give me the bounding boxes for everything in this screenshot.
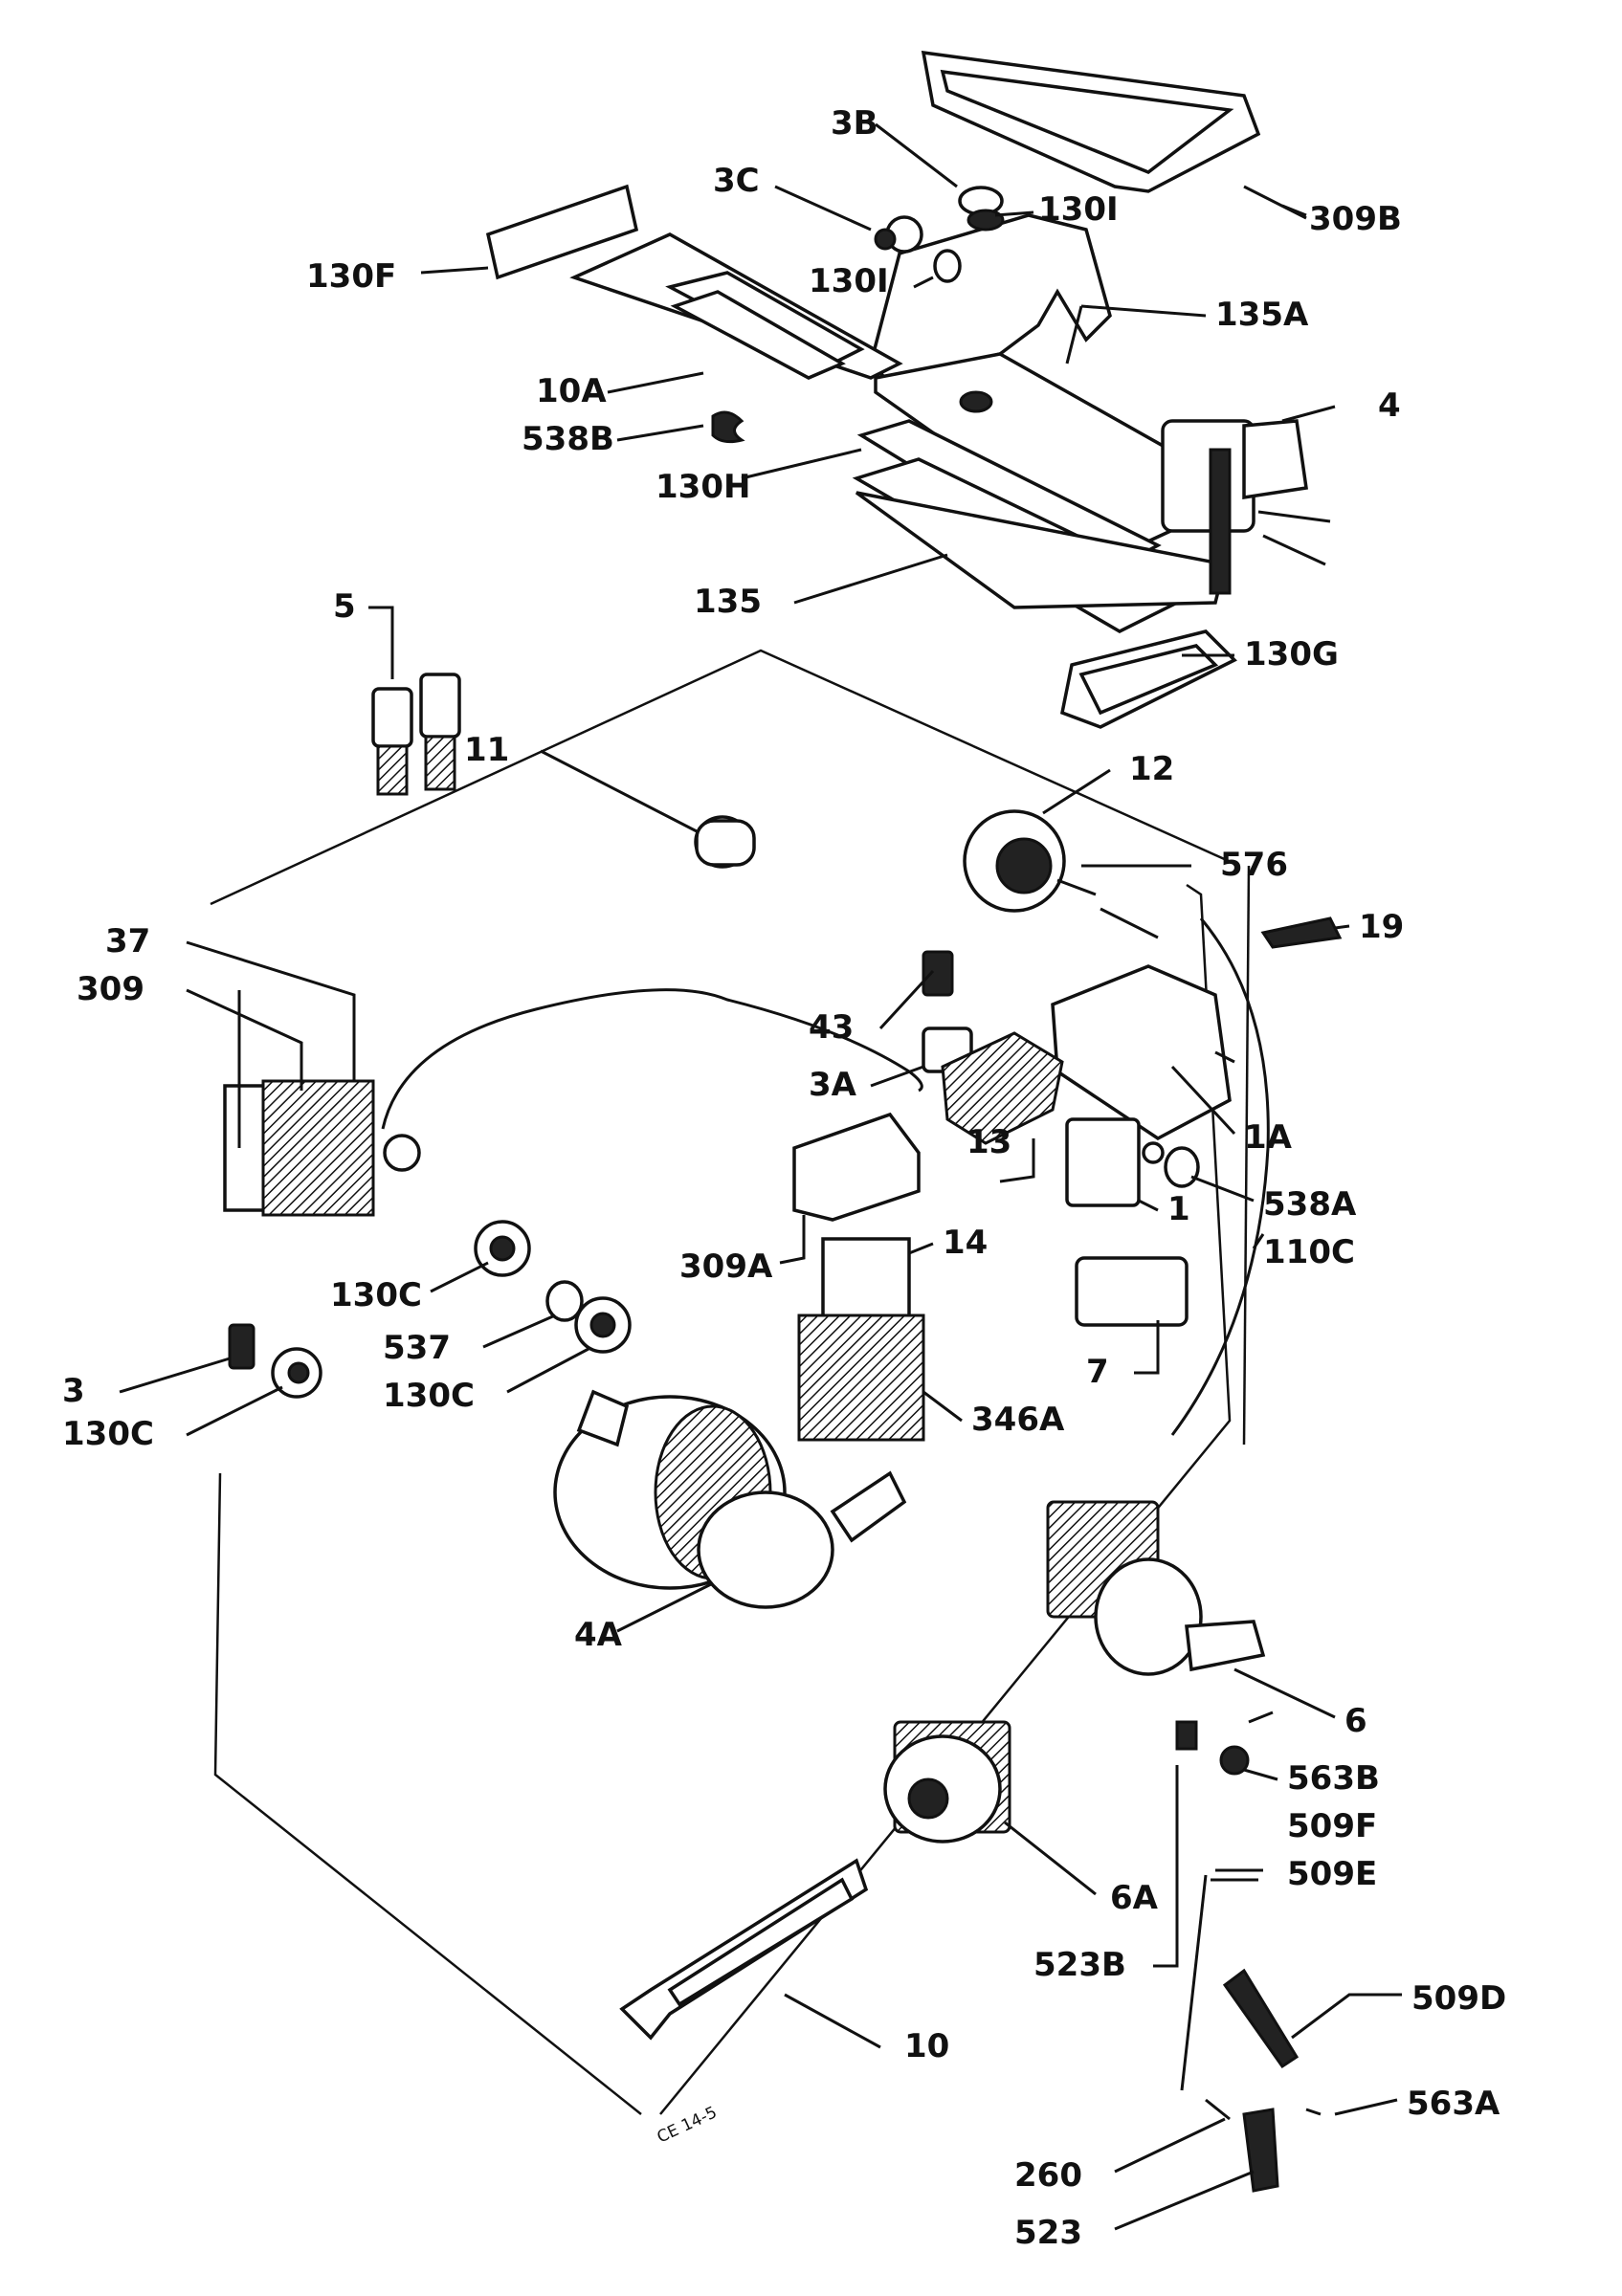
callout-509e: 509E — [1287, 1855, 1377, 1893]
clip-538a-part — [1164, 1146, 1200, 1188]
tube-576-part — [1100, 907, 1270, 1436]
callout-3b: 3B — [831, 104, 878, 143]
callout-130i-b: 130I — [809, 262, 889, 300]
fan-motor-part — [1161, 419, 1331, 595]
callout-11: 11 — [464, 731, 509, 769]
callout-309: 309 — [77, 970, 144, 1008]
grommet-130c-a-part — [474, 1220, 531, 1277]
callout-563b: 563B — [1287, 1759, 1380, 1798]
callout-10: 10 — [904, 2027, 949, 2065]
leader-lines — [119, 122, 1402, 2231]
callout-523b: 523B — [1033, 1946, 1126, 1984]
dryer-heater-part — [569, 232, 903, 380]
callout-12: 12 — [1129, 750, 1174, 788]
interlock-parts — [1175, 1711, 1322, 2193]
dispenser-housing-part — [869, 213, 1193, 552]
relay-13-part — [941, 1031, 1064, 1145]
callout-labels: 309B 3B 3C 130I 130I 130F 135A 10A 538B … — [62, 104, 1506, 2252]
callout-13: 13 — [967, 1123, 1011, 1161]
heater-10-part — [619, 1858, 869, 2041]
callout-260: 260 — [1014, 2156, 1082, 2195]
callout-309b: 309B — [1309, 200, 1402, 238]
callout-110c: 110C — [1263, 1233, 1355, 1271]
callout-563a: 563A — [1407, 2085, 1500, 2123]
callout-130c-c: 130C — [62, 1415, 154, 1453]
thermostat-3-part — [228, 1323, 256, 1370]
callout-6: 6 — [1344, 1702, 1367, 1740]
grommet-130c-c-part — [271, 1347, 322, 1399]
drain-pump-6-part — [1046, 1500, 1266, 1676]
clip-19-part — [1260, 916, 1343, 949]
switch-43-part — [922, 950, 954, 997]
grommet-130c-b-part — [574, 1296, 632, 1354]
callout-135a: 135A — [1215, 296, 1309, 334]
callout-1: 1 — [1167, 1190, 1190, 1228]
main-motor-4a-part — [553, 1389, 907, 1609]
callout-346a: 346A — [971, 1401, 1065, 1439]
bracket-130f-part — [485, 184, 639, 280]
callout-4a: 4A — [574, 1616, 623, 1654]
callout-576: 576 — [1220, 846, 1288, 884]
filter-346a-part — [797, 1314, 925, 1442]
callout-509d: 509D — [1411, 1979, 1506, 2018]
callout-1a: 1A — [1244, 1118, 1293, 1157]
callout-14: 14 — [943, 1224, 988, 1262]
gasket-130g-part — [1059, 629, 1237, 729]
thermostat-3b-part — [958, 186, 1005, 232]
callout-3c: 3C — [713, 162, 760, 200]
clip-538b-part — [711, 410, 745, 444]
callout-309a: 309A — [679, 1247, 773, 1286]
callout-537: 537 — [383, 1329, 451, 1367]
pressure-switch-1-part — [1065, 1117, 1165, 1207]
module-309a-part — [792, 1112, 921, 1222]
suppressor-part — [694, 815, 756, 869]
callout-19: 19 — [1359, 908, 1404, 946]
callout-130c-a: 130C — [330, 1276, 422, 1314]
callout-7: 7 — [1086, 1353, 1109, 1391]
callout-523: 523 — [1014, 2214, 1082, 2252]
callout-6a: 6A — [1110, 1879, 1159, 1917]
callout-3: 3 — [62, 1372, 85, 1410]
callout-130g: 130G — [1244, 635, 1339, 673]
callout-135: 135 — [694, 583, 762, 621]
switch-7-part — [1075, 1256, 1189, 1327]
thermostat-3c-part — [874, 215, 923, 254]
circulation-pump-6a-part — [883, 1720, 1011, 1843]
callout-3a: 3A — [809, 1066, 857, 1104]
callout-4: 4 — [1378, 386, 1401, 425]
timer-control-part — [223, 1079, 375, 1217]
callout-43: 43 — [809, 1008, 854, 1047]
callout-509f: 509F — [1287, 1807, 1377, 1845]
callout-130c-b: 130C — [383, 1377, 475, 1415]
inlet-valve-part — [371, 673, 461, 796]
callout-538b: 538B — [522, 420, 614, 458]
drive-motor-1a-part — [1051, 964, 1235, 1141]
callout-5: 5 — [333, 587, 356, 626]
callout-130i-a: 130I — [1038, 190, 1119, 229]
disc-537-part — [545, 1280, 584, 1322]
callout-130h: 130H — [655, 468, 750, 506]
callout-538a: 538A — [1263, 1185, 1357, 1224]
oring-130i-part — [933, 249, 962, 283]
seal-gasket-part — [852, 419, 1228, 633]
callout-37: 37 — [105, 922, 150, 960]
pulley-part — [963, 809, 1097, 913]
callout-10a: 10A — [536, 372, 607, 410]
callout-130f: 130F — [306, 257, 396, 296]
top-cover-part — [921, 50, 1261, 193]
